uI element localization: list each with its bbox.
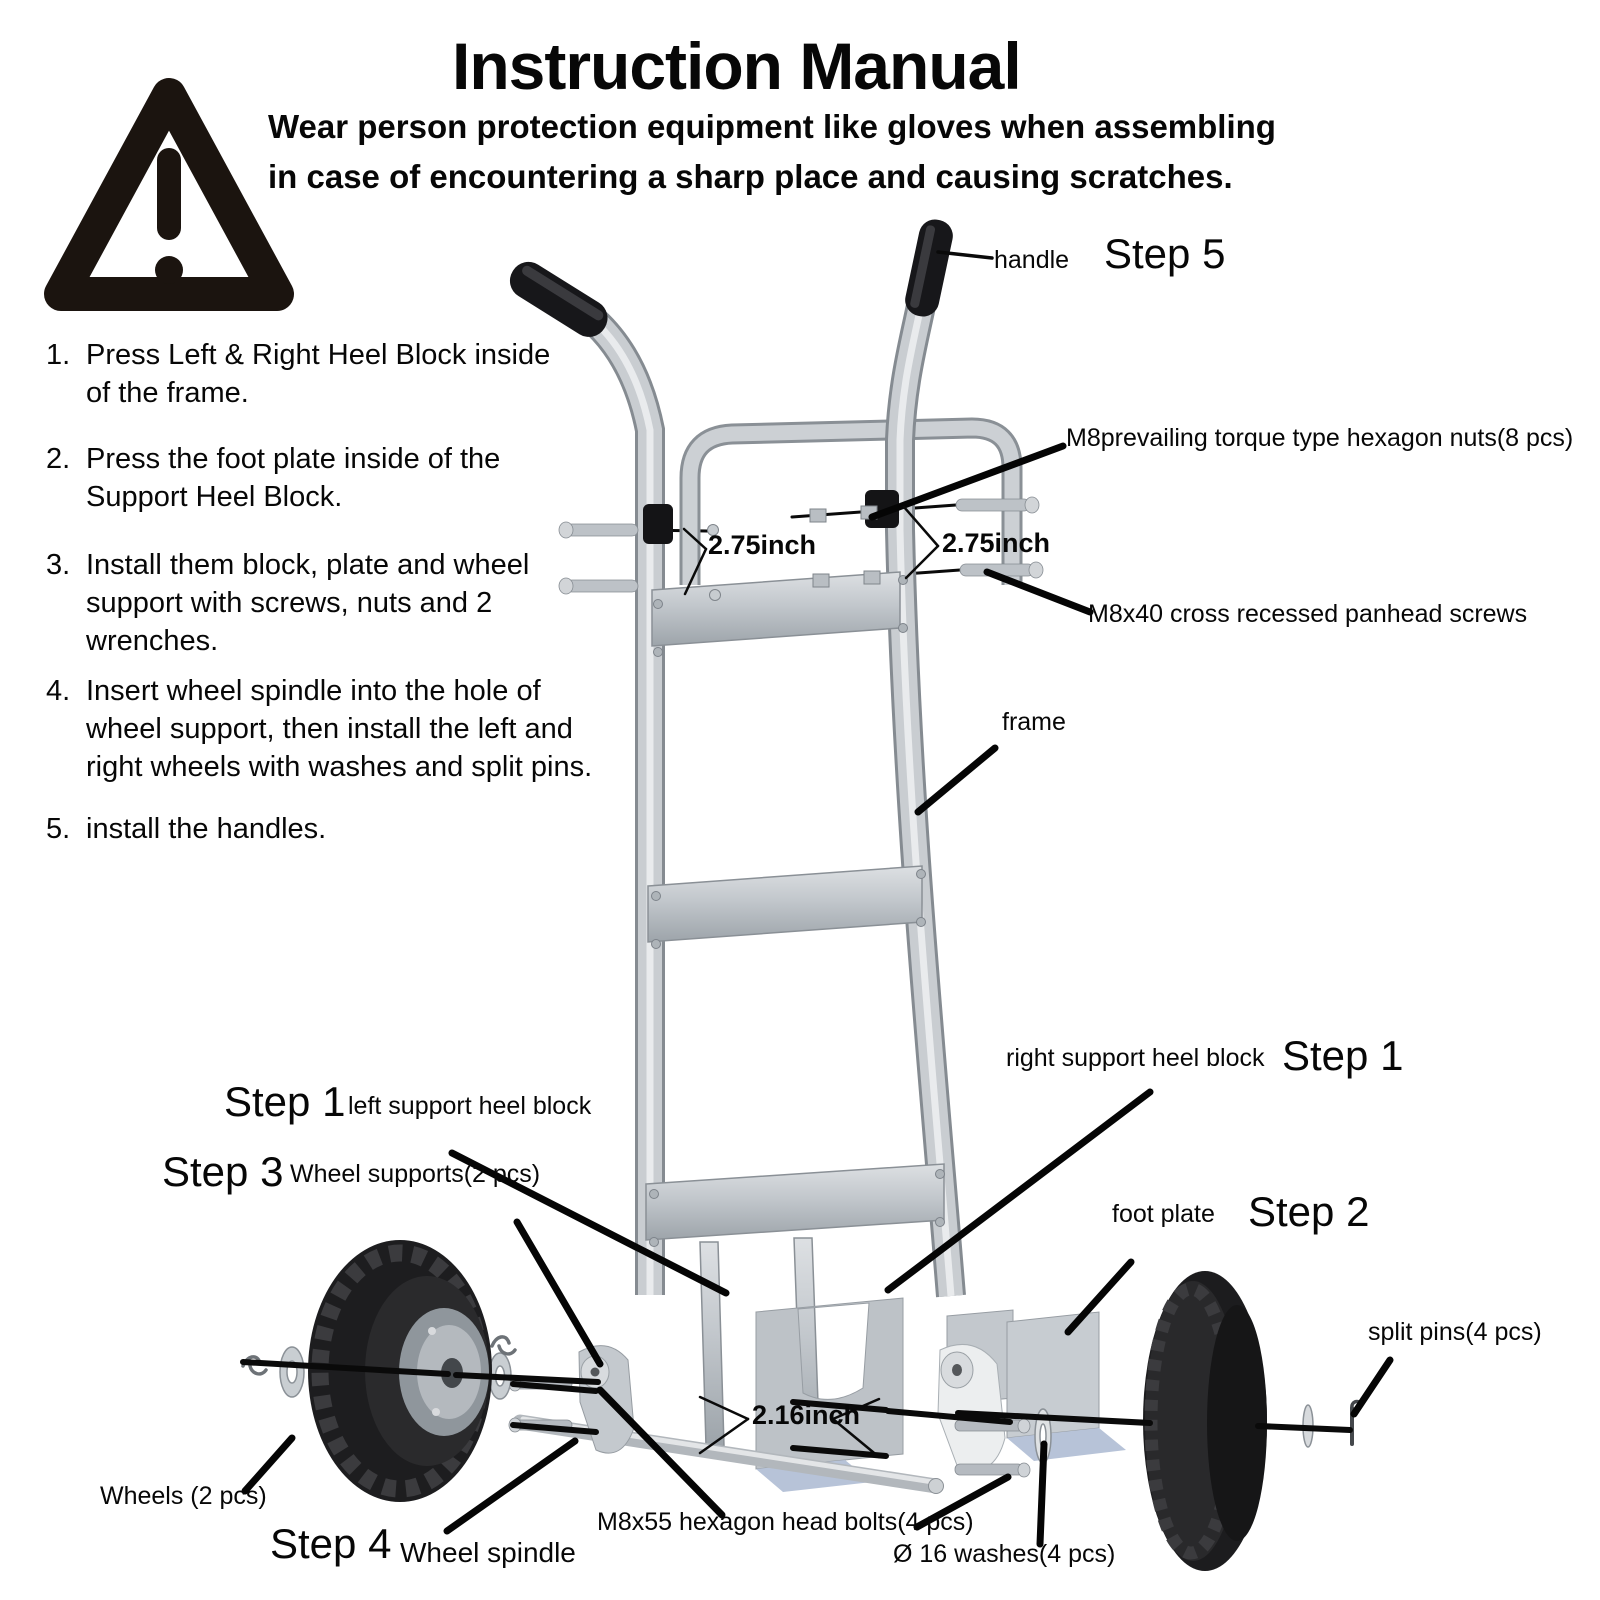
instruction-number: 4. [46,675,71,707]
instruction-item-2: 2. Press the foot plate inside of the Su… [46,440,500,516]
instruction-text: Insert wheel spindle into the hole of wh… [86,675,593,783]
page-title: Instruction Manual [452,29,1022,103]
label-hex-bolts: M8x55 hexagon head bolts(4 pcs) [597,1508,974,1536]
hexagon-nuts [707,505,881,601]
frame-rails [550,259,966,1298]
instruction-text: Install them block, plate and wheel supp… [86,549,530,657]
label-frame: frame [1002,708,1066,736]
instruction-item-5: 5. install the handles. [46,810,326,848]
instruction-number: 2. [46,443,71,475]
label-step-2: Step 2 [1248,1188,1370,1235]
instruction-number: 3. [46,549,71,581]
label-dimension-275-right: 2.75inch [942,528,1051,558]
label-wheel-supports: Wheel supports(2 pcs) [290,1160,541,1188]
label-step-5: Step 5 [1104,230,1226,277]
label-step-1-left: Step 1 [224,1078,346,1125]
label-right-heel-block: right support heel block [1006,1044,1265,1072]
right-wheel [1143,1271,1267,1571]
instruction-number: 1. [46,339,71,371]
instruction-text: install the handles. [86,813,327,845]
label-dimension-216: 2.16inch [752,1400,861,1430]
label-foot-plate: foot plate [1112,1200,1215,1228]
left-handle-grip [509,261,608,337]
axle-lines [240,1359,1353,1459]
dimension-arrows [682,250,994,1459]
back-loop-handle [679,417,1023,585]
label-wheel-spindle: Wheel spindle [400,1537,576,1568]
warning-text-line2: in case of encountering a sharp place an… [268,158,1233,195]
instruction-text: Press the foot plate inside of the Suppo… [86,443,501,513]
instruction-item-3: 3. Install them block, plate and wheel s… [46,546,529,660]
label-step-4: Step 4 [270,1520,392,1567]
instruction-number: 5. [46,813,71,845]
label-dimension-275-left: 2.75inch [708,530,817,560]
leader-lines [241,442,1394,1548]
warning-text-line1: Wear person protection equipment like gl… [268,108,1276,145]
label-panhead-screws: M8x40 cross recessed panhead screws [1088,600,1528,628]
label-handle: handle [994,246,1070,274]
rivets [649,575,945,1247]
panhead-screws [558,496,1044,595]
instruction-item-4: 4. Insert wheel spindle into the hole of… [46,672,592,786]
warning-triangle-icon [44,78,294,311]
label-step-3: Step 3 [162,1148,284,1195]
label-step-1-right: Step 1 [1282,1032,1404,1079]
label-split-pins: split pins(4 pcs) [1368,1318,1542,1346]
label-hexagon-nuts: M8prevailing torque type hexagon nuts(8 … [1066,424,1574,452]
right-wheel-support-bracket [937,1343,1006,1472]
label-left-heel-block: left support heel block [348,1092,592,1120]
label-washers: Ø 16 washes(4 pcs) [893,1540,1116,1568]
instruction-item-1: 1. Press Left & Right Heel Block inside … [46,336,550,412]
center-heel-plate [755,1297,904,1470]
label-wheels: Wheels (2 pcs) [100,1482,267,1510]
right-handle-grip [905,219,953,317]
instruction-text: Press Left & Right Heel Block inside of … [86,339,551,409]
